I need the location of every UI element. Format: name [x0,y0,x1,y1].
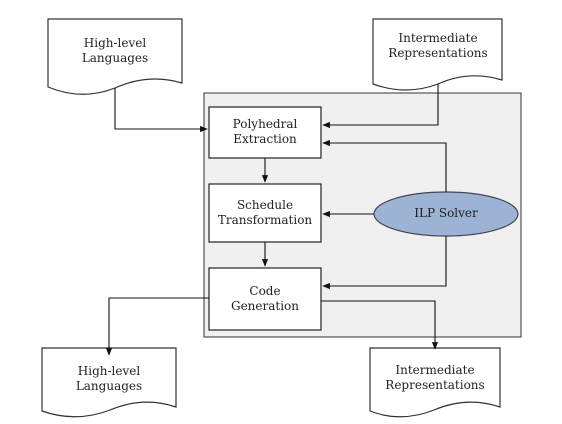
polyhedral-extraction-line1: Polyhedral [232,117,298,131]
arrow-codegen-to-representations [321,300,439,350]
ilp-solver-label: ILP Solver [386,206,506,221]
ilp-solver-text: ILP Solver [414,206,478,220]
code-generation-line2: Generation [230,299,300,313]
polyhedral-extraction-line2: Extraction [233,132,297,146]
arrow-languages-to-extraction [114,88,208,133]
output-languages-line1: High-level [77,364,141,378]
output-representations-doc [369,347,501,418]
arrow-representations-to-extraction [322,84,439,129]
arrow-solver-to-extraction [322,139,447,192]
input-languages-doc [47,18,183,95]
code-generation-line1: Code [249,284,281,298]
input-representations-label: Intermediate Representations [373,31,503,61]
output-representations-line2: Representations [385,378,485,392]
schedule-transformation-line2: Transformation [217,213,313,227]
input-languages-line1: High-level [83,36,147,50]
output-languages-line2: Languages [75,379,143,393]
input-representations-line1: Intermediate [398,31,478,45]
code-generation-label: Code Generation [209,284,321,314]
schedule-transformation-label: Schedule Transformation [209,198,321,228]
output-languages-doc [41,347,177,418]
schedule-transformation-line1: Schedule [236,198,294,212]
input-languages-line2: Languages [81,51,149,65]
output-languages-label: High-level Languages [49,364,169,394]
arrow-solver-to-codegen [322,236,447,290]
input-languages-label: High-level Languages [55,36,175,66]
output-representations-label: Intermediate Representations [370,363,500,393]
arrow-codegen-to-languages [105,297,209,356]
schedule-transformation-box [208,183,322,243]
input-representations-line2: Representations [388,46,488,60]
output-representations-line1: Intermediate [395,363,475,377]
polyhedral-extraction-label: Polyhedral Extraction [209,117,321,147]
input-representations-doc [372,18,503,91]
code-generation-box [208,267,322,331]
